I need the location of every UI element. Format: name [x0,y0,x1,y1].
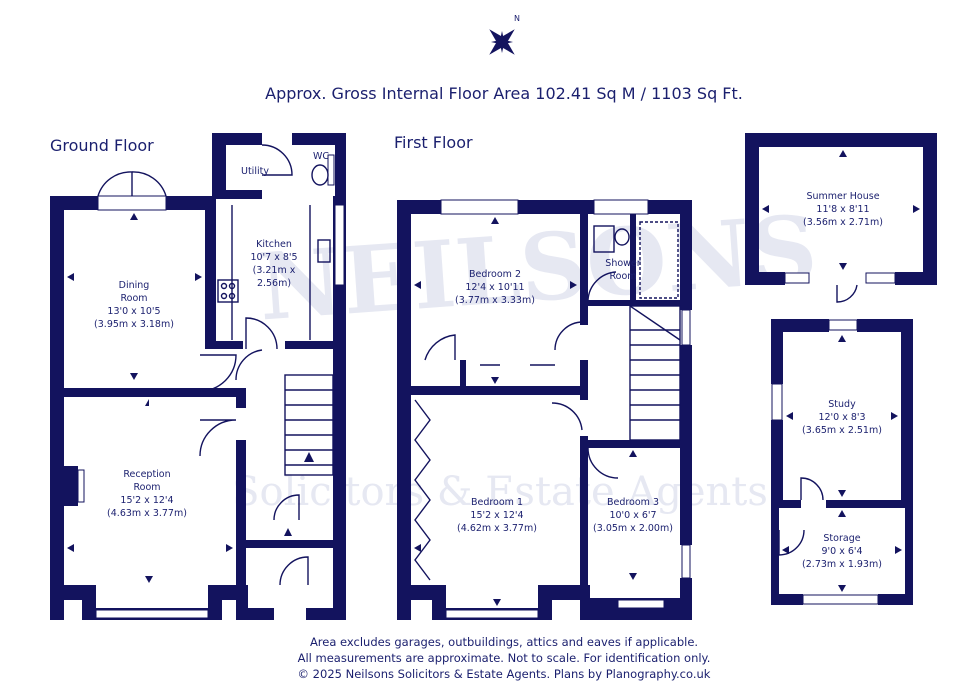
first-floor-walls [397,200,692,620]
bedroom1-bay-window [445,609,539,619]
footer-line-2: All measurements are approximate. Not to… [298,651,711,665]
study-window-side [771,383,783,421]
summer-house-name: Summer House [806,191,879,202]
dining-dim-metric: (3.95m x 3.18m) [94,319,174,330]
utility-label: Utility [241,166,269,177]
dimension-markers [67,150,920,606]
reception-dim-metric: (4.63m x 3.77m) [107,508,187,519]
reception-name-2: Room [133,482,160,493]
shower-window [593,199,649,215]
dining-name-1: Dining [119,280,150,291]
wc-label: WC [313,151,329,162]
shower-name-2: Room [609,271,636,282]
toilet-icon [311,164,329,186]
compass-letter: N [514,14,520,23]
chimney-breast [77,469,85,503]
shower-name-1: Shower [605,258,640,269]
landing-window [681,309,691,346]
dining-name-2: Room [120,293,147,304]
study-dim-metric: (3.65m x 2.51m) [802,425,882,436]
bedroom3-dim-imperial: 10'0 x 6'7 [609,510,656,521]
dining-dim-imperial: 13'0 x 10'5 [107,306,160,317]
storage-door [778,529,805,556]
watermark: NEILSONS Solicitors & Estate Agents [232,195,820,515]
stairs-up-arrow [304,452,314,462]
summer-house-walls [745,133,937,285]
hob-icon [217,279,239,303]
bedroom3-side-window [681,544,691,579]
first-floor-label: First Floor [394,133,473,152]
reception-dim-imperial: 15'2 x 12'4 [120,495,173,506]
bedroom3-dim-metric: (3.05m x 2.00m) [593,523,673,534]
summer-house-door [836,284,858,303]
hall-arrow [284,528,292,536]
ground-floor-label: Ground Floor [50,136,154,155]
watermark-tagline: Solicitors & Estate Agents [232,469,768,515]
bedroom3-window [617,599,665,609]
bedroom2-name: Bedroom 2 [469,269,521,280]
compass-icon [489,29,515,55]
ground-stairs [284,374,334,476]
wc-window [327,154,335,186]
footer-line-3: © 2025 Neilsons Solicitors & Estate Agen… [298,667,711,681]
ground-floor-walls [50,133,346,620]
study-name: Study [828,399,856,410]
storage-name: Storage [823,533,860,544]
kitchen-dim-metric-b: 2.56m) [257,278,291,289]
kitchen-window [334,204,345,286]
first-floor-fittings [414,221,681,581]
bedroom1-name: Bedroom 1 [471,497,523,508]
storage-window [802,594,879,605]
summer-house-window-left [784,272,810,284]
storage-dim-metric: (2.73m x 1.93m) [802,559,882,570]
bedroom3-name: Bedroom 3 [607,497,659,508]
kitchen-name: Kitchen [256,239,292,250]
kitchen-dim-metric-a: (3.21m x [253,265,296,276]
study-walls [771,319,913,605]
storage-dim-imperial: 9'0 x 6'4 [821,546,862,557]
bedroom1-dim-metric: (4.62m x 3.77m) [457,523,537,534]
study-window-top [828,319,858,331]
dining-window [97,195,167,211]
study-dim-imperial: 12'0 x 8'3 [818,412,865,423]
kitchen-dim-imperial: 10'7 x 8'5 [250,252,297,263]
sink-icon [317,239,331,263]
bedroom1-dim-imperial: 15'2 x 12'4 [470,510,523,521]
summer-house-window-right [865,272,896,284]
summer-house-dim-imperial: 11'8 x 8'11 [816,204,869,215]
summer-house-dim-metric: (3.56m x 2.71m) [803,217,883,228]
bedroom2-dim-metric: (3.77m x 3.33m) [455,295,535,306]
bedroom2-window [440,199,519,215]
floor-area-title: Approx. Gross Internal Floor Area 102.41… [265,84,743,103]
ground-floor-doors [97,144,309,586]
reception-bay-window [95,609,209,619]
bedroom2-dim-imperial: 12'4 x 10'11 [465,282,524,293]
reception-name-1: Reception [123,469,170,480]
footer-line-1: Area excludes garages, outbuildings, att… [310,635,698,649]
study-door [800,477,824,501]
